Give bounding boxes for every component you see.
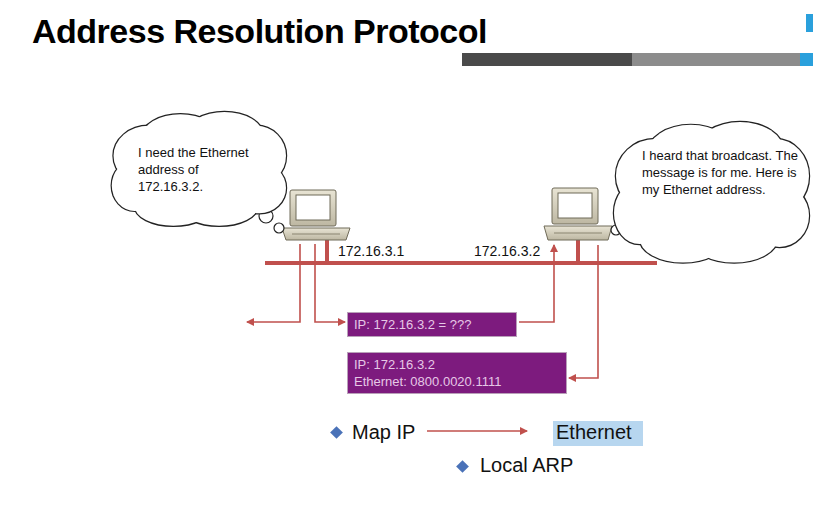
map-arrow xyxy=(427,430,527,432)
drop-cable xyxy=(576,240,580,262)
thought-bubble xyxy=(259,209,633,235)
bullet xyxy=(330,426,343,439)
corner-mark xyxy=(806,14,813,32)
thought-cloud: I heard that broadcast. The message is f… xyxy=(612,122,809,264)
thought-text: I need the Ethernet address of 172.16.3.… xyxy=(138,144,266,195)
thought-cloud: I need the Ethernet address of 172.16.3.… xyxy=(110,112,286,227)
broadcast-line xyxy=(247,244,300,322)
header-bar xyxy=(462,53,632,66)
bullet-text: Ethernet xyxy=(556,421,632,444)
message-text: IP: 172.16.3.2 = ??? xyxy=(354,316,510,333)
message-text: Ethernet: 0800.0020.1111 xyxy=(354,373,560,390)
bullet-text: Map IP xyxy=(352,421,415,444)
ip-address: 172.16.3.1 xyxy=(336,243,406,259)
message-box: IP: 172.16.3.2 = ??? xyxy=(347,312,517,337)
highlight xyxy=(553,421,643,446)
message-box: IP: 172.16.3.2Ethernet: 0800.0020.1111 xyxy=(347,352,567,394)
thought-text: I heard that broadcast. The message is f… xyxy=(642,147,804,198)
computer-icon xyxy=(282,190,350,240)
header-bar xyxy=(800,53,813,66)
bullet xyxy=(456,460,469,473)
bullet-text: Local ARP xyxy=(480,454,573,477)
drop-cable xyxy=(325,240,329,262)
header-bar xyxy=(632,53,800,66)
computer-icon xyxy=(544,188,612,240)
ip-address: 172.16.3.2 xyxy=(472,243,542,259)
title: Address Resolution Protocol xyxy=(32,12,487,51)
message-text: IP: 172.16.3.2 xyxy=(354,356,560,373)
reply-line xyxy=(569,245,598,378)
